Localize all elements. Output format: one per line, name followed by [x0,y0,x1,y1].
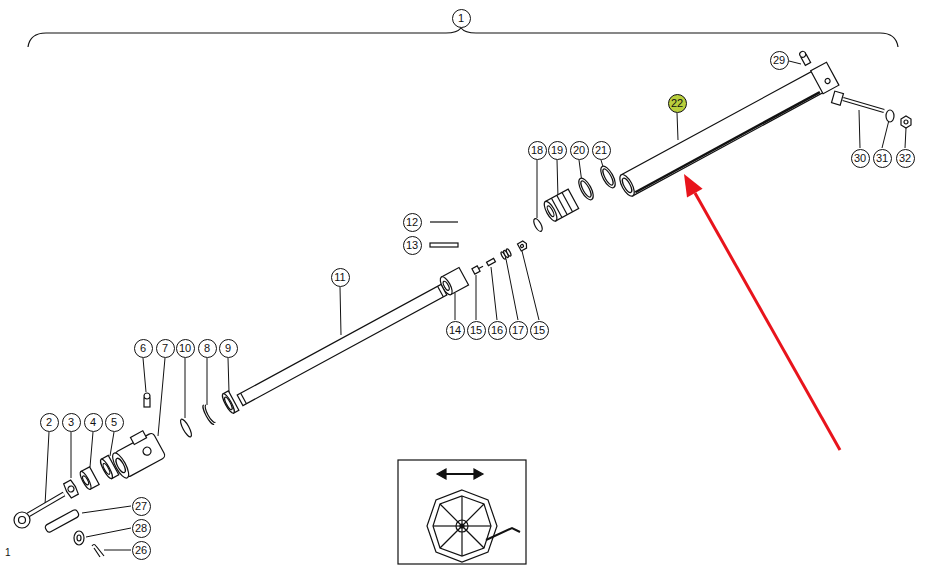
callout-text: 10 [179,343,191,354]
callout-text: 31 [876,153,888,164]
callout-text: 15 [533,325,545,336]
callout-text: 21 [595,145,607,156]
callout-number: 21 [592,141,611,160]
callout-text: 13 [406,240,418,251]
callout-number: 15 [467,321,486,340]
callout-number: 5 [105,413,124,432]
o-ring [532,217,544,232]
grease-nipple [144,393,150,407]
callout-number: 30 [851,149,870,168]
seal-ring [220,391,238,415]
callout-text: 28 [135,523,147,534]
pin [430,221,458,222]
o-ring [179,418,194,438]
callout-number: 31 [873,149,892,168]
callout-text: 20 [573,145,585,156]
spring [500,248,512,259]
valve-part [472,264,485,275]
valve-part [487,258,496,265]
seal-ring [598,164,618,190]
callout-number: 3 [62,413,81,432]
callout-number: 4 [84,413,103,432]
nut [99,455,119,480]
piston-rod [237,284,447,405]
callout-text: 19 [551,145,563,156]
callout-text: 9 [225,343,231,354]
valve-part [517,240,528,251]
callout-number: 22 [668,94,687,113]
callout-text: 5 [111,417,117,428]
callout-number: 9 [219,339,238,358]
nut [901,116,911,128]
callout-number: 19 [548,141,567,160]
inset-frame [398,460,526,564]
group-brace [28,28,898,47]
callout-number: 26 [132,541,151,560]
callout-text: 12 [406,217,418,228]
callout-text: 2 [46,417,52,428]
pin [44,509,79,533]
nut [78,467,99,491]
callout-text: 32 [899,153,911,164]
callout-text: 16 [491,325,503,336]
leader-lines [45,61,906,550]
highlight-arrow [684,174,840,450]
callout-number: 32 [896,149,915,168]
direction-arrow [437,469,483,479]
callout-number: 1 [452,9,471,28]
callout-number: 13 [403,236,422,255]
callout-text: 7 [162,343,168,354]
callout-number: 29 [770,51,789,70]
callout-text: 1 [458,13,464,24]
callout-text: 6 [140,343,146,354]
callout-text: 11 [334,272,345,283]
callout-number: 28 [132,519,151,538]
callout-text: 29 [773,55,785,66]
callout-text: 3 [68,417,74,428]
cotter-pin [92,545,104,558]
callout-text: 26 [135,545,147,556]
callout-text: 14 [449,325,461,336]
callout-text: 27 [135,501,147,512]
callout-number: 16 [488,321,507,340]
washer [886,110,894,122]
callout-number: 8 [198,339,217,358]
cylinder-tube [616,62,838,199]
seal-ring [576,176,596,202]
nut [63,480,79,499]
callout-number: 12 [403,213,422,232]
reel-sketch [427,490,520,562]
circlip [201,404,216,426]
callout-text: 18 [531,145,543,156]
callout-text: 17 [512,325,524,336]
callout-number: 2 [40,413,59,432]
figure-number: 1 [5,548,11,558]
callout-text: 30 [854,153,866,164]
callout-text: 15 [470,325,482,336]
callout-number: 10 [176,339,195,358]
gland [542,189,579,223]
callout-text: 8 [204,343,210,354]
callout-number: 20 [570,141,589,160]
grease-nipple [799,50,811,65]
callout-number: 7 [156,339,175,358]
callout-number: 17 [509,321,528,340]
pin [430,243,458,247]
callout-number: 6 [134,339,153,358]
washer [74,531,84,545]
callout-number: 14 [446,321,465,340]
callout-text: 4 [90,417,96,428]
callout-number: 11 [331,268,350,287]
callout-number: 15 [530,321,549,340]
callout-number: 18 [528,141,547,160]
callout-number: 27 [132,497,151,516]
callout-text: 22 [671,98,683,109]
bolt [832,91,884,111]
